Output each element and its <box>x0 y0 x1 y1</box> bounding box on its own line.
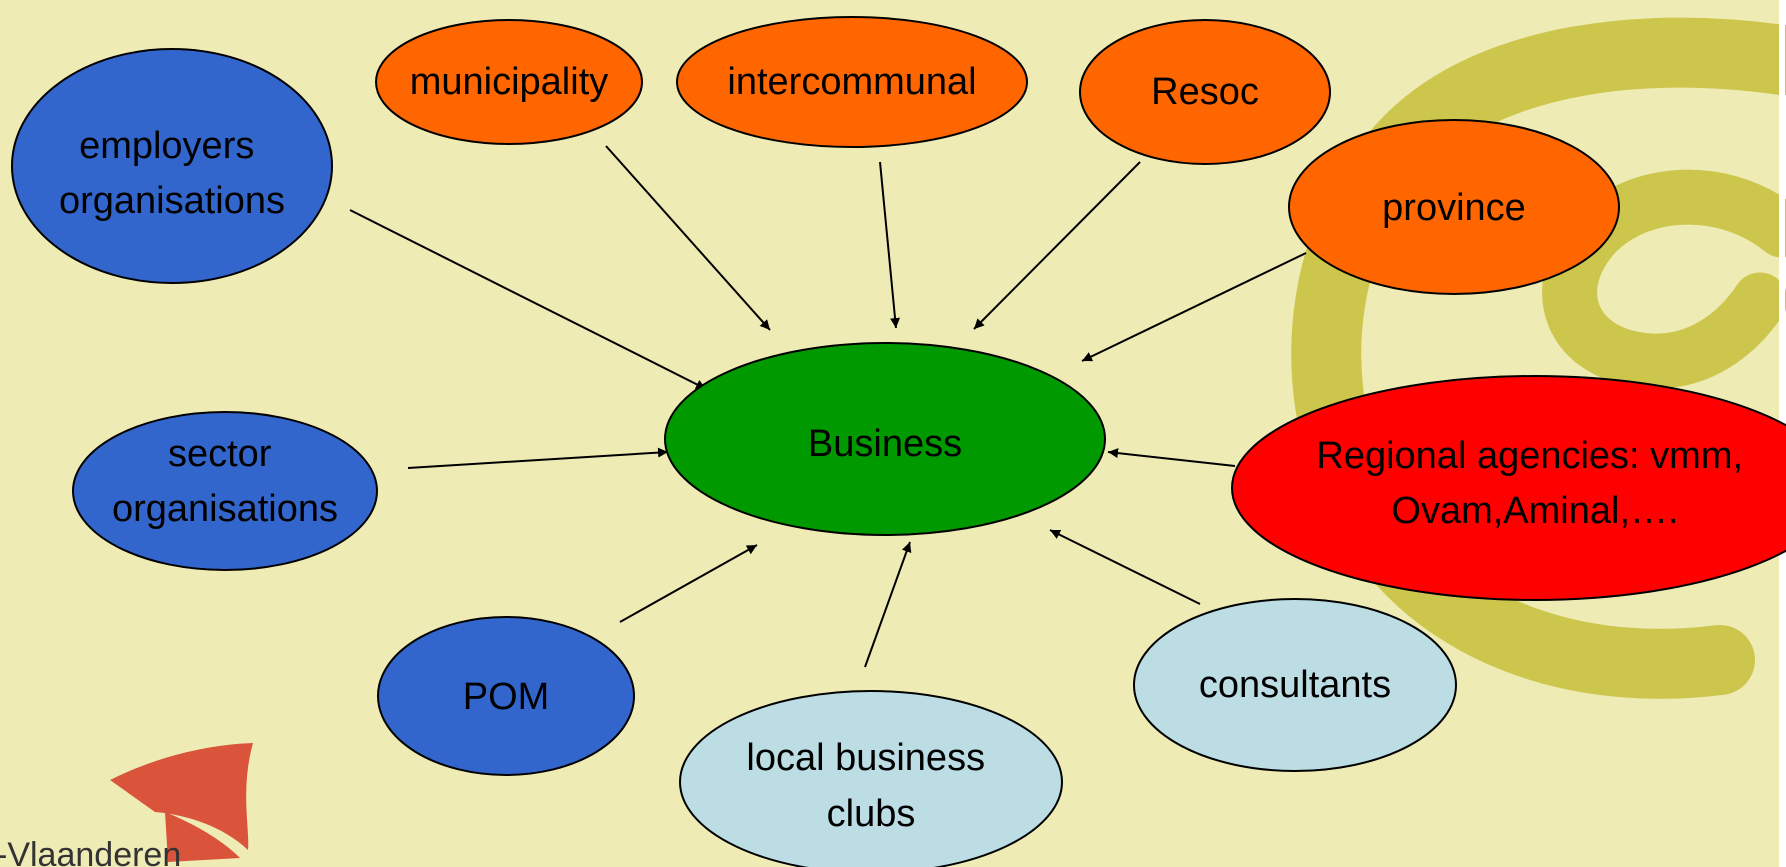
node-resoc-line-1: Resoc <box>1151 71 1259 113</box>
svg-text:Business: Business <box>808 423 962 465</box>
arrow-regional-to-business <box>1107 448 1236 467</box>
node-province-line-1: province <box>1382 187 1526 229</box>
node-province-shape <box>1288 119 1620 295</box>
logo-shape-lower <box>165 812 240 862</box>
node-business: Business <box>664 342 1106 536</box>
logo-text: -Vlaanderen <box>0 836 181 867</box>
node-employers-line-2: organisations <box>59 180 285 222</box>
node-municipality-shape <box>375 19 643 145</box>
node-sector-line-2: organisations <box>112 488 338 530</box>
arrow-employers-to-business <box>349 209 707 390</box>
node-intercommunal-shape <box>676 16 1028 148</box>
svg-text:Resoc: Resoc <box>1151 71 1259 113</box>
node-resoc: Resoc <box>1079 19 1331 165</box>
node-business-shape <box>664 342 1106 536</box>
node-localclubs-line-2: clubs <box>827 793 916 835</box>
svg-text:province: province <box>1382 187 1526 229</box>
node-localclubs-line-1: local business <box>746 737 985 779</box>
svg-text:intercommunal: intercommunal <box>727 61 976 103</box>
node-localclubs: local business clubs <box>679 690 1063 867</box>
svg-text:municipality: municipality <box>410 61 609 103</box>
arrow-consultants-to-business <box>1049 529 1201 605</box>
arrow-sector-to-business <box>407 447 669 469</box>
arrow-localclubs-to-business <box>864 541 912 668</box>
logo-shape-upper <box>110 743 253 850</box>
arrow-municipality-to-business <box>605 145 771 331</box>
svg-text:employers organisations: employers organisations <box>59 125 285 222</box>
svg-text:Regional agencies: vmm,: Regional agencies: vmm, Ovam,Aminal,…. <box>1316 435 1753 532</box>
arrow-intercommunal-to-business <box>879 161 901 329</box>
svg-text:local business clubs: local business clubs <box>746 737 995 835</box>
svg-text:sector organisations: sector organisations <box>112 433 338 530</box>
node-employers: employers organisations <box>11 48 333 284</box>
swirl-decoration <box>1291 17 1786 699</box>
node-pom-shape <box>377 616 635 776</box>
arrow-province-to-business <box>1081 252 1307 362</box>
node-localclubs-shape <box>679 690 1063 867</box>
node-intercommunal: intercommunal <box>676 16 1028 148</box>
node-sector-line-1: sector <box>168 433 272 475</box>
node-business-line-1: Business <box>808 423 962 465</box>
svg-text:POM: POM <box>463 676 550 718</box>
arrow-pom-to-business <box>619 544 758 623</box>
node-province: province <box>1288 119 1620 295</box>
node-pom: POM <box>377 616 635 776</box>
node-sector-shape <box>72 411 378 571</box>
node-employers-line-1: employers <box>79 125 254 167</box>
edges <box>349 145 1307 668</box>
vlaanderen-logo: -Vlaanderen <box>0 743 253 867</box>
node-regional-line-2: Ovam,Aminal,…. <box>1391 490 1678 532</box>
node-consultants-shape <box>1133 598 1457 772</box>
node-consultants-line-1: consultants <box>1199 664 1391 706</box>
node-sector: sector organisations <box>72 411 378 571</box>
node-resoc-shape <box>1079 19 1331 165</box>
node-regional: Regional agencies: vmm, Ovam,Aminal,…. <box>1231 375 1786 601</box>
node-municipality-line-1: municipality <box>410 61 609 103</box>
node-regional-shape <box>1231 375 1786 601</box>
node-employers-shape <box>11 48 333 284</box>
arrow-resoc-to-business <box>973 161 1141 330</box>
svg-text:consultants: consultants <box>1199 664 1391 706</box>
node-regional-line-1: Regional agencies: vmm, <box>1316 435 1743 477</box>
node-consultants: consultants <box>1133 598 1457 772</box>
node-pom-line-1: POM <box>463 676 550 718</box>
node-municipality: municipality <box>375 19 643 145</box>
node-intercommunal-line-1: intercommunal <box>727 61 976 103</box>
